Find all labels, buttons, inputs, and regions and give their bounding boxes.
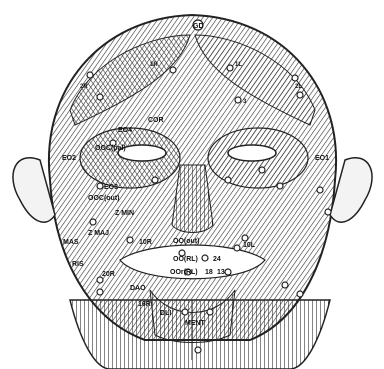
- label-dli: DLI: [160, 310, 171, 317]
- label-ment: MENT: [185, 320, 206, 327]
- label-eo2: EO2: [62, 155, 76, 162]
- label-eo4: EO4: [118, 127, 132, 134]
- label-1r: 1R: [150, 62, 158, 68]
- label-gd: GD: [193, 23, 204, 30]
- label-eo1: EO1: [315, 155, 329, 162]
- nose: [172, 165, 213, 233]
- label-z-min: Z MIN: [115, 210, 134, 217]
- label-2l: 2L: [295, 84, 302, 90]
- label-20r: 20R: [102, 271, 115, 278]
- label-eo3: EO3: [104, 184, 118, 191]
- label-oor-out: OO(out): [173, 238, 199, 245]
- label-2r: 2R: [80, 84, 88, 90]
- label-13: 13: [217, 269, 225, 276]
- label-mas: MAS: [63, 239, 79, 246]
- label-oo-rl: OO(RL): [173, 256, 198, 263]
- label-18: 18: [205, 269, 213, 276]
- label-cor: COR: [148, 117, 164, 124]
- label-24: 24: [213, 256, 221, 263]
- label-oor-rl: OOr(RL): [170, 269, 198, 276]
- label-10r: 10R: [139, 239, 152, 246]
- label-1l: 1L: [235, 62, 242, 68]
- label-10l: 10L: [243, 242, 256, 249]
- label-ooc-pal: OOC(pal): [95, 145, 126, 152]
- label-ris: RIS: [72, 261, 84, 268]
- label-16r: 16R: [138, 301, 151, 308]
- label-dao: DAO: [130, 285, 146, 292]
- label-ooc-out: OOC(out): [88, 195, 120, 202]
- eye-right: [228, 145, 276, 161]
- label-z-maj: Z MAJ: [88, 230, 109, 237]
